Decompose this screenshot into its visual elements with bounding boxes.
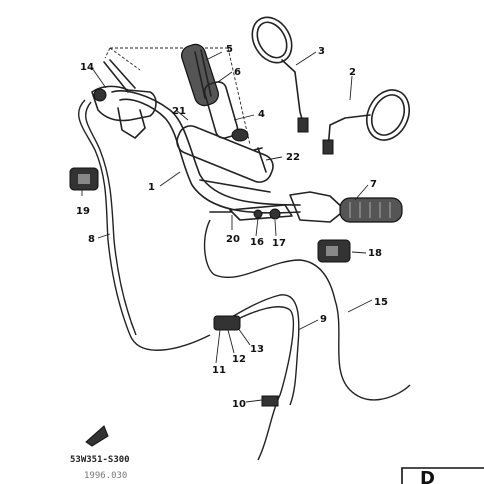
callout-11: 11	[212, 365, 226, 376]
page-letter: D	[420, 468, 435, 484]
callout-13: 13	[250, 344, 264, 355]
page-letter-box: D	[401, 467, 484, 484]
switch-right-part	[317, 239, 351, 263]
cable-center	[203, 219, 411, 406]
bolt-part	[253, 147, 267, 173]
callout-8: 8	[88, 234, 95, 245]
callout-4: 4	[258, 109, 265, 120]
mirror-right-part	[322, 89, 410, 155]
callout-14: 14	[80, 62, 94, 73]
cable-left-main	[78, 99, 211, 351]
callout-2: 2	[349, 67, 356, 78]
cable-junction-part	[213, 315, 241, 331]
left-grip-part	[181, 43, 219, 107]
mirror-left-part	[251, 16, 309, 133]
throttle-sleeve-part	[203, 81, 249, 142]
cable-lower	[231, 306, 294, 461]
switch-left-part	[69, 167, 99, 191]
callout-16: 16	[250, 237, 264, 248]
callout-3: 3	[318, 46, 325, 57]
callout-20: 20	[226, 234, 240, 245]
clutch-lever-bracket	[209, 204, 293, 221]
part-code: 53W351-S300	[70, 455, 130, 465]
handlebar-part	[111, 90, 301, 214]
callout-10: 10	[232, 399, 246, 410]
callout-9: 9	[320, 314, 327, 325]
callout-15: 15	[374, 297, 388, 308]
secondary-code: 1996.030	[84, 471, 127, 481]
callout-18: 18	[368, 248, 382, 259]
leader-lines	[81, 51, 373, 403]
cable-connector-part	[261, 395, 279, 407]
callout-7: 7	[370, 179, 377, 190]
right-switch-grip-assembly	[289, 191, 403, 223]
callout-1: 1	[148, 182, 155, 193]
arrow-wedge-icon	[85, 425, 109, 447]
callout-6: 6	[234, 67, 241, 78]
callout-21: 21	[172, 106, 186, 117]
callout-17: 17	[272, 238, 286, 249]
callout-12: 12	[232, 354, 246, 365]
callout-19: 19	[76, 206, 90, 217]
left-lever-assembly	[91, 59, 157, 139]
assembly-bracket-outline	[104, 47, 251, 146]
callout-5: 5	[226, 44, 233, 55]
callout-22: 22	[286, 152, 300, 163]
